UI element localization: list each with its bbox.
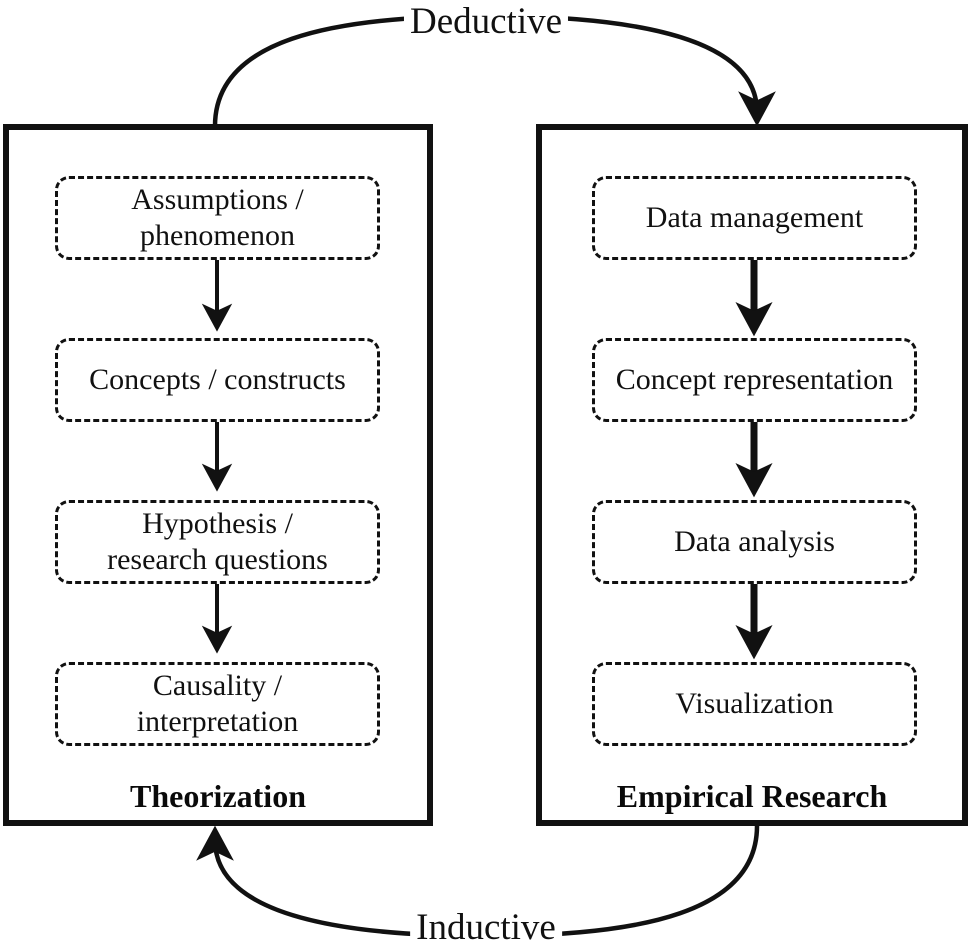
inductive-label: Inductive [410, 908, 562, 948]
stage-box-concept-representation[interactable]: Concept representation [592, 338, 917, 422]
stage-box-assumptions-phenomenon[interactable]: Assumptions / phenomenon [55, 176, 380, 260]
stage-box-visualization[interactable]: Visualization [592, 662, 917, 746]
empirical-research-title: Empirical Research [616, 778, 888, 814]
stage-box-data-analysis[interactable]: Data analysis [592, 500, 917, 584]
stage-label: Data analysis [674, 525, 835, 558]
stage-label: Hypothesis / research questions [107, 507, 328, 576]
stage-label: Concepts / constructs [89, 363, 346, 396]
stage-box-causality-interpretation[interactable]: Causality / interpretation [55, 662, 380, 746]
deductive-label: Deductive [403, 2, 569, 42]
stage-box-data-management[interactable]: Data management [592, 176, 917, 260]
theorization-container [3, 124, 433, 826]
theorization-title: Theorization [130, 778, 306, 814]
stage-box-hypothesis-research-questions[interactable]: Hypothesis / research questions [55, 500, 380, 584]
stage-label: Assumptions / phenomenon [131, 183, 304, 252]
stage-label: Visualization [675, 687, 834, 720]
stage-box-concepts-constructs[interactable]: Concepts / constructs [55, 338, 380, 422]
empirical-research-container [536, 124, 968, 826]
stage-label: Causality / interpretation [136, 669, 299, 738]
stage-label: Concept representation [615, 363, 894, 396]
stage-label: Data management [645, 201, 864, 234]
